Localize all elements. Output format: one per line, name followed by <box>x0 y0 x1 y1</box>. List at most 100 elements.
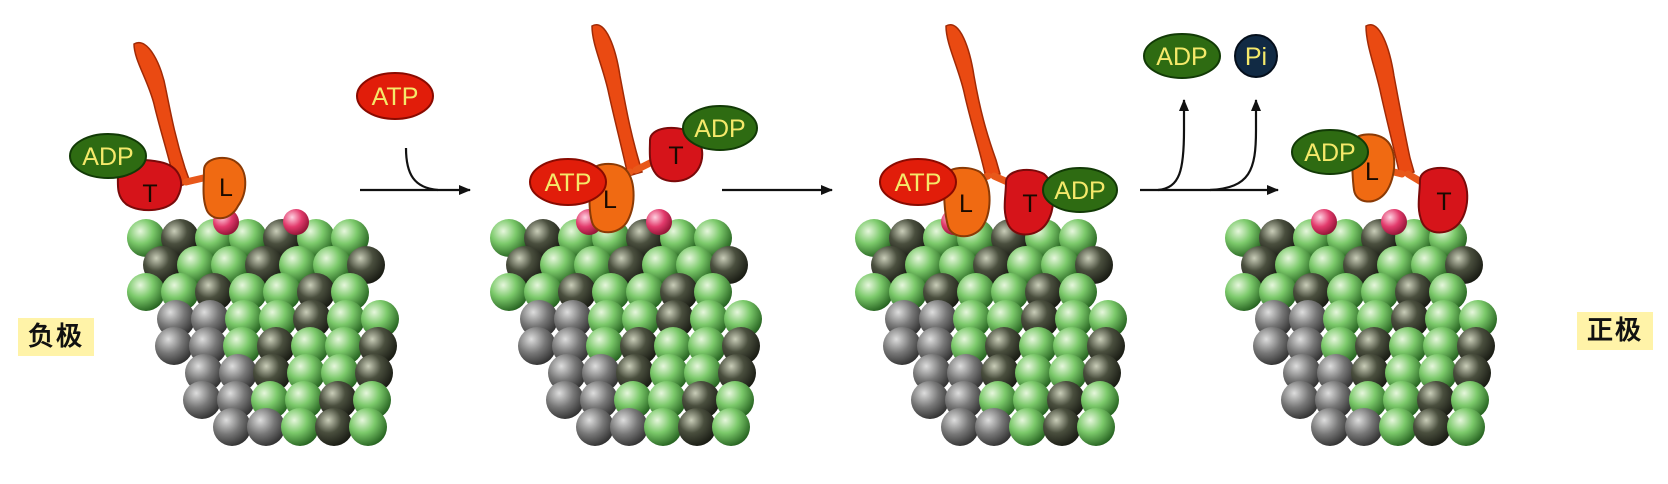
tubulin-subunit <box>644 408 682 446</box>
tubulin-subunit <box>554 300 592 338</box>
minus-end-label: 负极 <box>18 318 95 356</box>
tubulin-subunit <box>361 300 399 338</box>
microtubule-segment-2 <box>490 209 762 446</box>
tubulin-subunit <box>953 300 991 338</box>
tubulin-subunit <box>1089 300 1127 338</box>
tubulin-subunit <box>718 354 756 392</box>
binding-site <box>646 209 672 235</box>
tubulin-subunit <box>975 408 1013 446</box>
microtubule-segment-3 <box>855 209 1127 446</box>
microtubule-segment-4 <box>1225 209 1497 446</box>
tubulin-subunit <box>724 300 762 338</box>
tubulin-subunit <box>1225 273 1263 311</box>
tubulin-subunit <box>518 327 556 365</box>
kinesin-stalk <box>945 24 1001 179</box>
tubulin-subunit <box>1385 354 1423 392</box>
trailing-head <box>1417 166 1469 234</box>
tubulin-subunit <box>616 354 654 392</box>
tubulin-subunit <box>1379 408 1417 446</box>
binding-site <box>283 209 309 235</box>
adp-label: ADP <box>1054 177 1105 205</box>
tubulin-subunit <box>327 300 365 338</box>
atp-label: ATP <box>895 169 942 197</box>
adp-bubble <box>1291 129 1369 175</box>
tubulin-subunit <box>981 354 1019 392</box>
atp-bubble <box>879 158 957 206</box>
tubulin-subunit <box>1391 300 1429 338</box>
tubulin-subunit <box>546 381 584 419</box>
tubulin-subunit <box>1425 300 1463 338</box>
tubulin-subunit <box>225 300 263 338</box>
tubulin-subunit <box>490 273 528 311</box>
atp-label: ATP <box>372 83 419 111</box>
tubulin-subunit <box>1077 408 1115 446</box>
leading-head-label: L <box>959 190 973 218</box>
tubulin-subunit <box>287 354 325 392</box>
tubulin-subunit <box>1015 354 1053 392</box>
tubulin-subunit <box>1413 408 1451 446</box>
tubulin-subunit <box>1459 300 1497 338</box>
tubulin-subunit <box>684 354 722 392</box>
tubulin-subunit <box>1253 327 1291 365</box>
tubulin-subunit <box>219 354 257 392</box>
plus-end-label: 正极 <box>1577 312 1654 350</box>
tubulin-subunit <box>650 354 688 392</box>
tubulin-subunit <box>690 300 728 338</box>
leading-head-label: L <box>219 174 233 202</box>
trailing-head-label: T <box>142 180 157 208</box>
tubulin-subunit <box>1317 354 1355 392</box>
released-pi-label: Pi <box>1245 43 1267 71</box>
released-pi-bubble <box>1234 34 1278 78</box>
trailing-head-label: T <box>668 142 683 170</box>
tubulin-subunit <box>1447 408 1485 446</box>
tubulin-subunit <box>183 381 221 419</box>
tubulin-subunit <box>1083 354 1121 392</box>
binding-site <box>1381 209 1407 235</box>
tubulin-subunit <box>576 408 614 446</box>
tubulin-subunit <box>1281 381 1319 419</box>
kinesin-stage-4: L T ADP <box>1291 24 1469 234</box>
tubulin-subunit <box>1345 408 1383 446</box>
tubulin-subunit <box>622 300 660 338</box>
tubulin-subunit <box>1255 300 1293 338</box>
arrow-atp-binding: ATP <box>356 72 471 195</box>
tubulin-subunit <box>1283 354 1321 392</box>
tubulin-subunit <box>157 300 195 338</box>
tubulin-subunit <box>610 408 648 446</box>
kinesin-stalk <box>1365 24 1415 177</box>
tubulin-subunit <box>155 327 193 365</box>
adp-bubble <box>1042 167 1118 213</box>
tubulin-subunit <box>213 408 251 446</box>
released-adp-bubble <box>1143 33 1221 79</box>
tubulin-subunit <box>588 300 626 338</box>
tubulin-subunit <box>1323 300 1361 338</box>
kinesin-stalk <box>133 41 191 190</box>
adp-label: ADP <box>694 115 745 143</box>
tubulin-subunit <box>1043 408 1081 446</box>
tubulin-subunit <box>127 273 165 311</box>
atp-label: ATP <box>545 169 592 197</box>
tubulin-subunit <box>259 300 297 338</box>
adp-label: ADP <box>82 143 133 171</box>
tubulin-subunit <box>883 327 921 365</box>
tubulin-subunit <box>947 354 985 392</box>
binding-site <box>1311 209 1337 235</box>
tubulin-subunit <box>315 408 353 446</box>
tubulin-subunit <box>919 300 957 338</box>
leading-head-label: L <box>603 186 617 214</box>
tubulin-subunit <box>987 300 1025 338</box>
tubulin-subunit <box>1289 300 1327 338</box>
tubulin-subunit <box>656 300 694 338</box>
tubulin-subunit <box>253 354 291 392</box>
adp-bubble <box>682 105 758 151</box>
tubulin-subunit <box>913 354 951 392</box>
microtubule-segment-1 <box>127 209 399 446</box>
atp-bubble <box>529 158 607 206</box>
tubulin-subunit <box>1055 300 1093 338</box>
tubulin-subunit <box>941 408 979 446</box>
tubulin-subunit <box>1357 300 1395 338</box>
kinesin-stalk <box>591 24 643 177</box>
atp-bubble <box>356 72 434 120</box>
tubulin-subunit <box>855 273 893 311</box>
